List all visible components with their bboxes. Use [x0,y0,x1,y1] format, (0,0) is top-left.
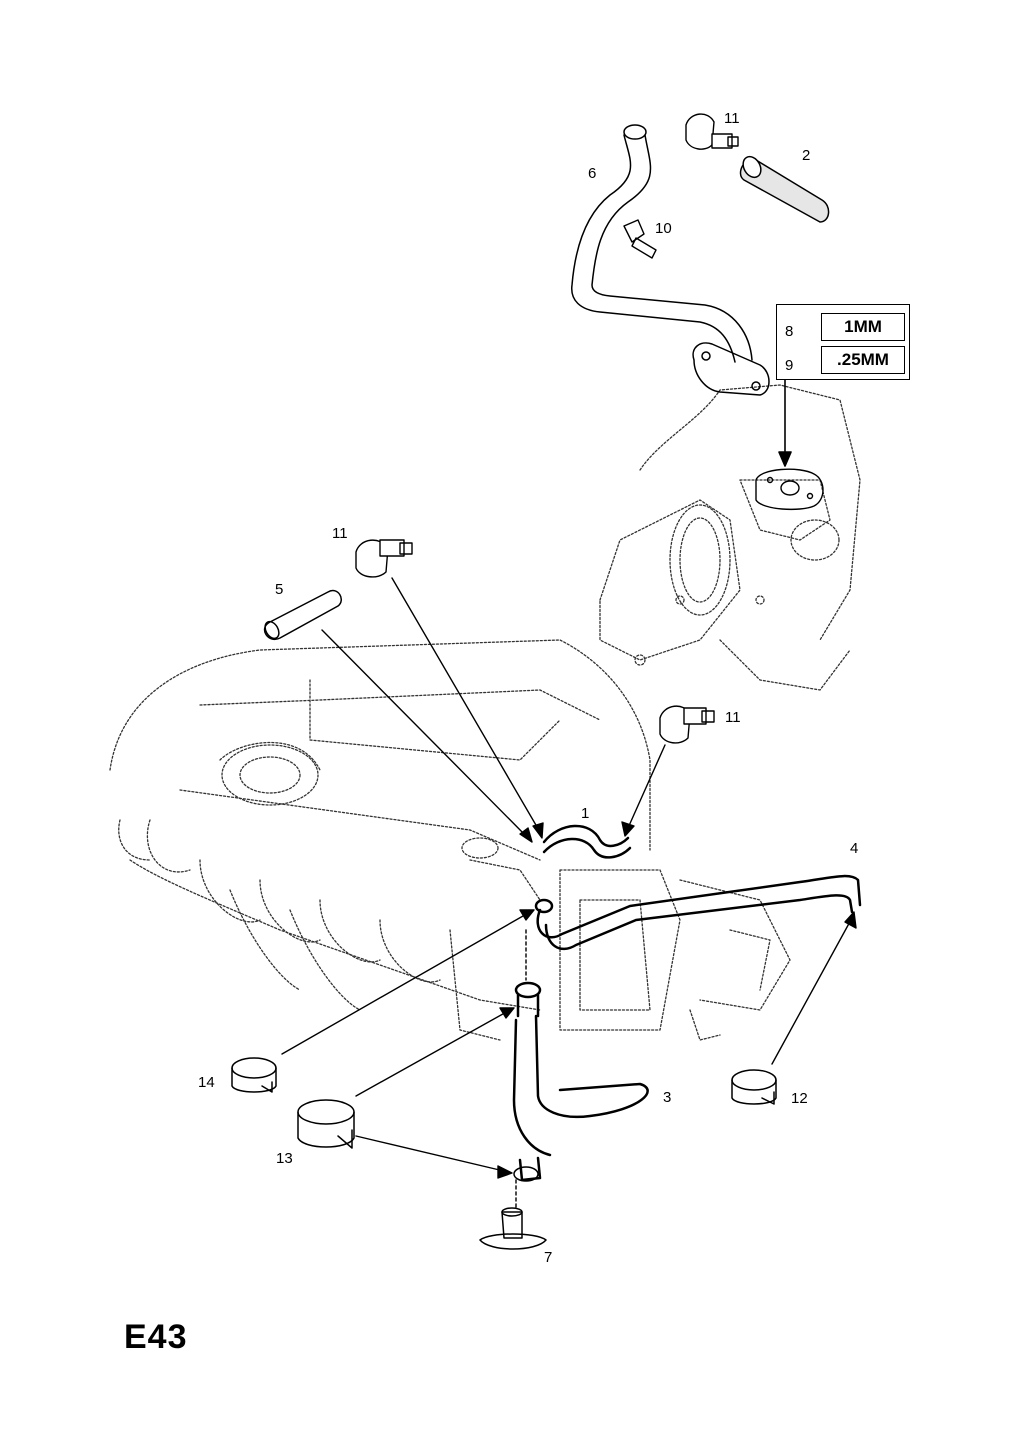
leader-arrows [281,577,857,1211]
callout-11-right: 11 [725,709,741,726]
clamp-11-right [659,705,715,744]
spec-ref-9: 9 [785,357,794,374]
hose-3 [512,981,649,1182]
page-code: E43 [124,1318,188,1356]
clamp-13 [297,1099,355,1149]
spec-pointer-arrow [778,379,792,467]
callout-4: 4 [850,840,859,857]
callout-3: 3 [663,1089,672,1106]
bolt-10 [623,219,657,259]
callout-11-top: 11 [724,110,740,127]
gasket-thickness-table: 8 1MM 9 .25MM [776,304,910,380]
hose-2 [739,155,830,223]
hose-4 [534,874,862,951]
callout-12: 12 [791,1090,808,1107]
clamp-12 [731,1069,777,1105]
spec-value-1mm: 1MM [821,313,905,341]
fitting-7 [479,1207,547,1250]
cylinder-head [599,384,861,691]
hose-5 [263,589,342,641]
clip-small [513,1166,539,1182]
callout-7: 7 [544,1249,553,1266]
callout-14: 14 [198,1074,215,1091]
callout-10: 10 [655,220,672,237]
callout-11-middle: 11 [332,525,348,542]
spec-ref-8: 8 [785,323,794,340]
callout-13: 13 [276,1150,293,1167]
clamp-11-middle [355,539,413,578]
callout-2: 2 [802,147,811,164]
callout-1: 1 [581,805,590,822]
spec-value-025mm: .25MM [821,346,905,374]
clamp-11-top [685,113,739,150]
engine-block [109,639,791,1041]
gasket-on-head [755,468,824,511]
pipe-6 [571,124,770,396]
callout-5: 5 [275,581,284,598]
clamp-14 [231,1057,277,1093]
hose-1 [542,824,632,859]
callout-6: 6 [588,165,597,182]
